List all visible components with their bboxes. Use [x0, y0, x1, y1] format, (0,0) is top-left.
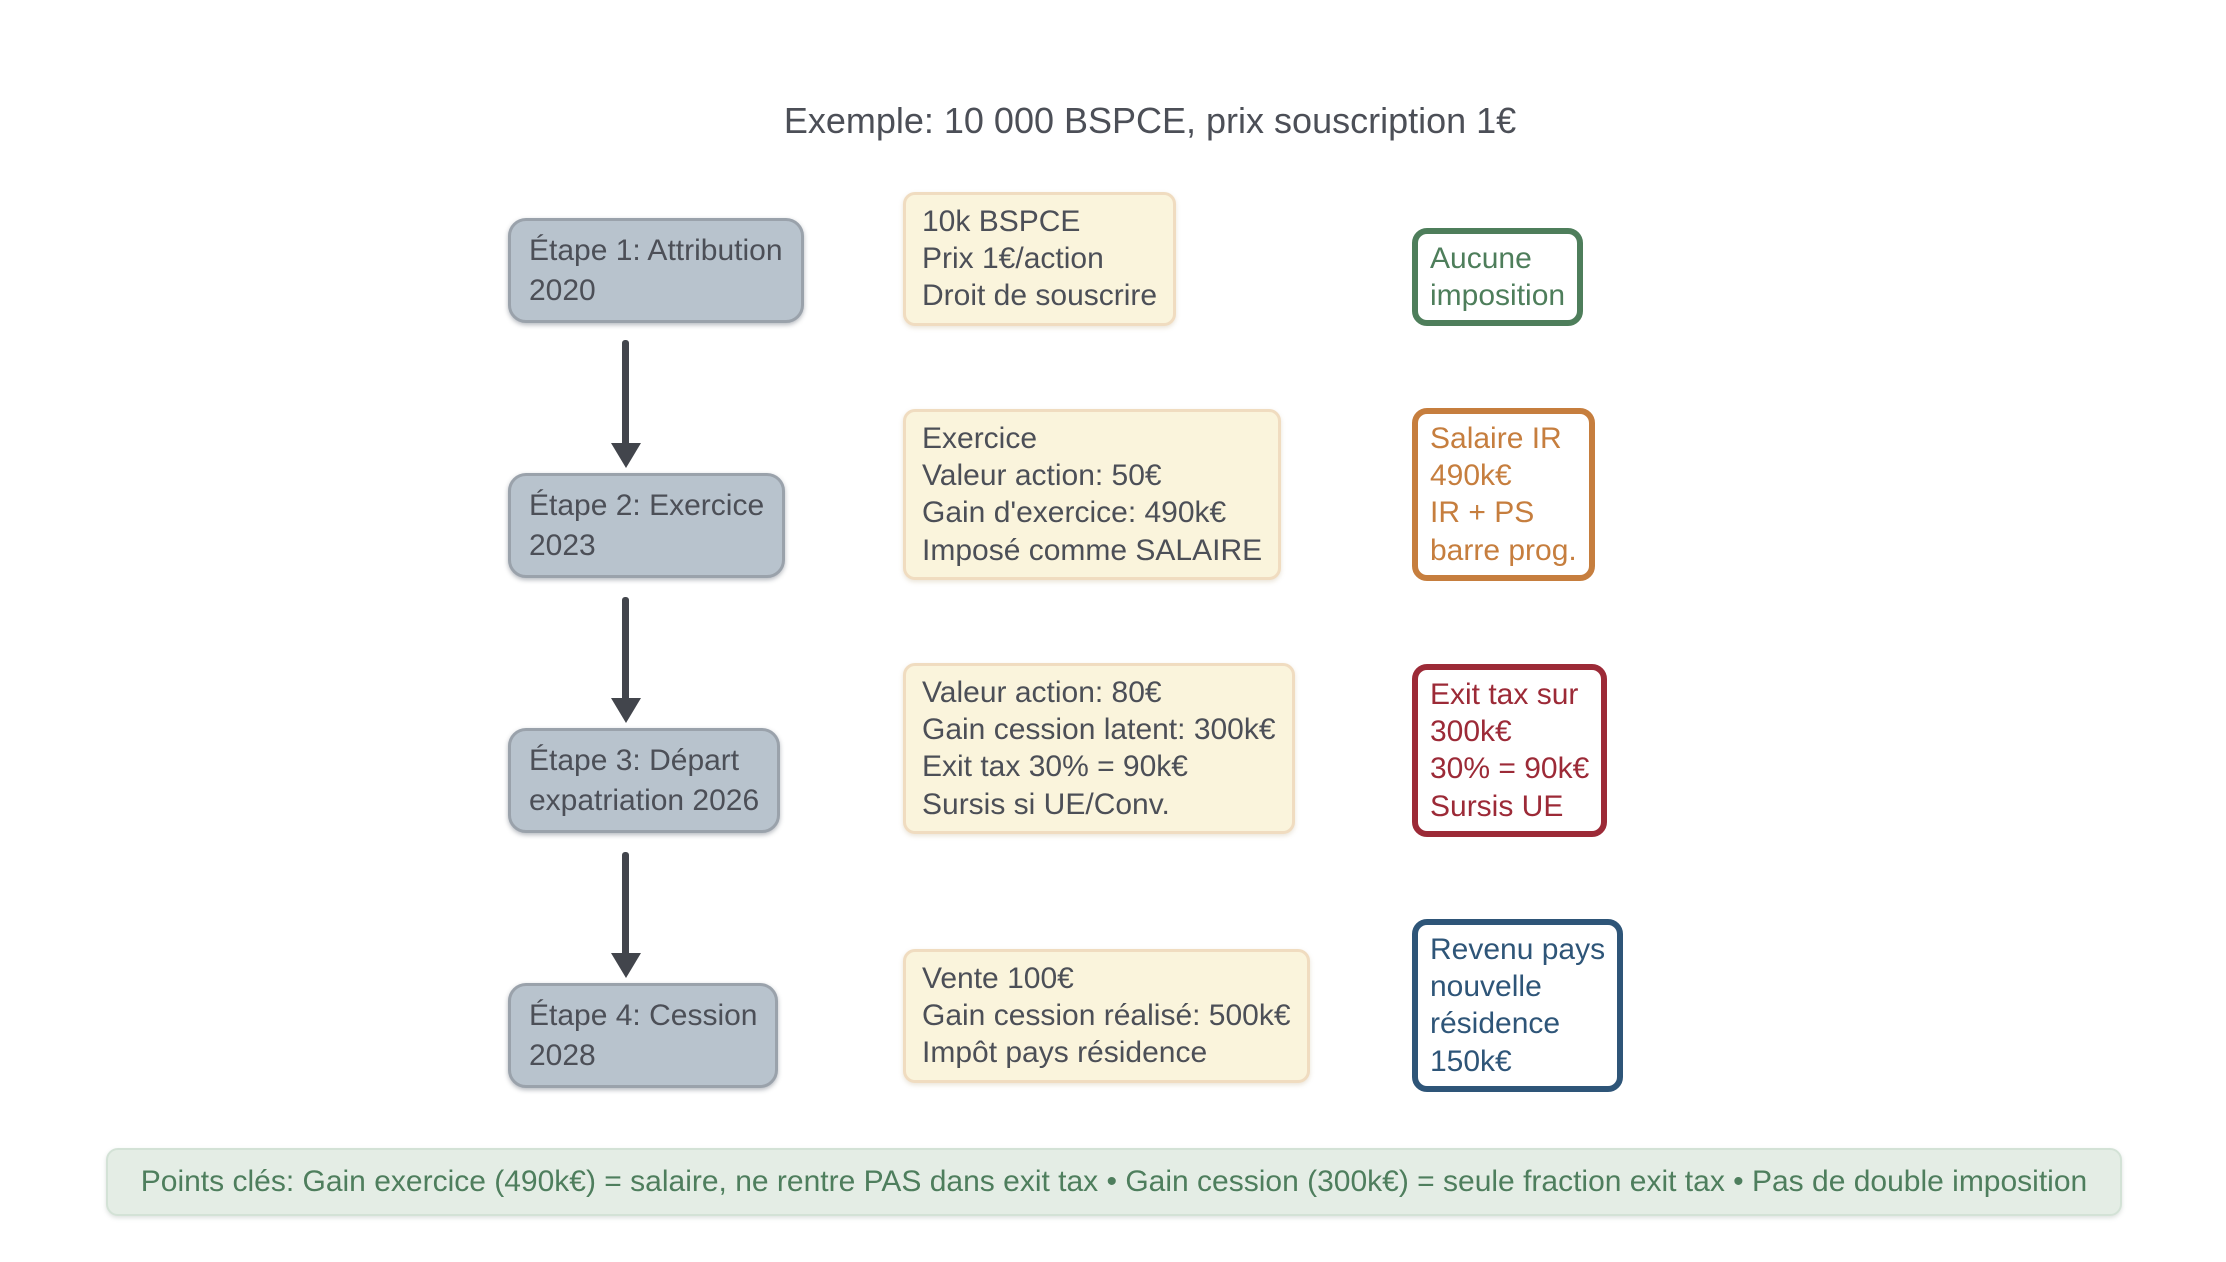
step-4-cession-box: Étape 4: Cession 2028	[508, 983, 779, 1089]
step-1-attribution-box: Étape 1: Attribution 2020	[508, 218, 804, 324]
step-3-detail-box: Valeur action: 80€ Gain cession latent: …	[903, 663, 1295, 834]
flow-arrow-2-head-icon	[611, 698, 641, 723]
flow-arrow-3-head-icon	[611, 953, 641, 978]
step-3-tax-box: Exit tax sur 300k€ 30% = 90k€ Sursis UE	[1412, 664, 1608, 837]
key-points-banner: Points clés: Gain exercice (490k€) = sal…	[106, 1148, 2122, 1216]
flow-arrow-3-line	[622, 852, 629, 956]
diagram-title: Exemple: 10 000 BSPCE, prix souscription…	[783, 100, 1517, 141]
step-2-tax-box: Salaire IR 490k€ IR + PS barre prog.	[1412, 408, 1595, 581]
flow-arrow-2-line	[622, 597, 629, 701]
step-1-tax-box: Aucune imposition	[1412, 228, 1584, 327]
step-4-tax-box: Revenu pays nouvelle résidence 150k€	[1412, 919, 1624, 1092]
step-4-detail-box: Vente 100€ Gain cession réalisé: 500k€ I…	[903, 949, 1310, 1083]
flow-arrow-1-head-icon	[611, 443, 641, 468]
flow-arrow-1-line	[622, 340, 629, 446]
step-2-detail-box: Exercice Valeur action: 50€ Gain d'exerc…	[903, 409, 1282, 580]
step-3-depart-box: Étape 3: Départ expatriation 2026	[508, 728, 781, 834]
step-1-detail-box: 10k BSPCE Prix 1€/action Droit de souscr…	[903, 192, 1177, 326]
step-2-exercice-box: Étape 2: Exercice 2023	[508, 473, 786, 579]
